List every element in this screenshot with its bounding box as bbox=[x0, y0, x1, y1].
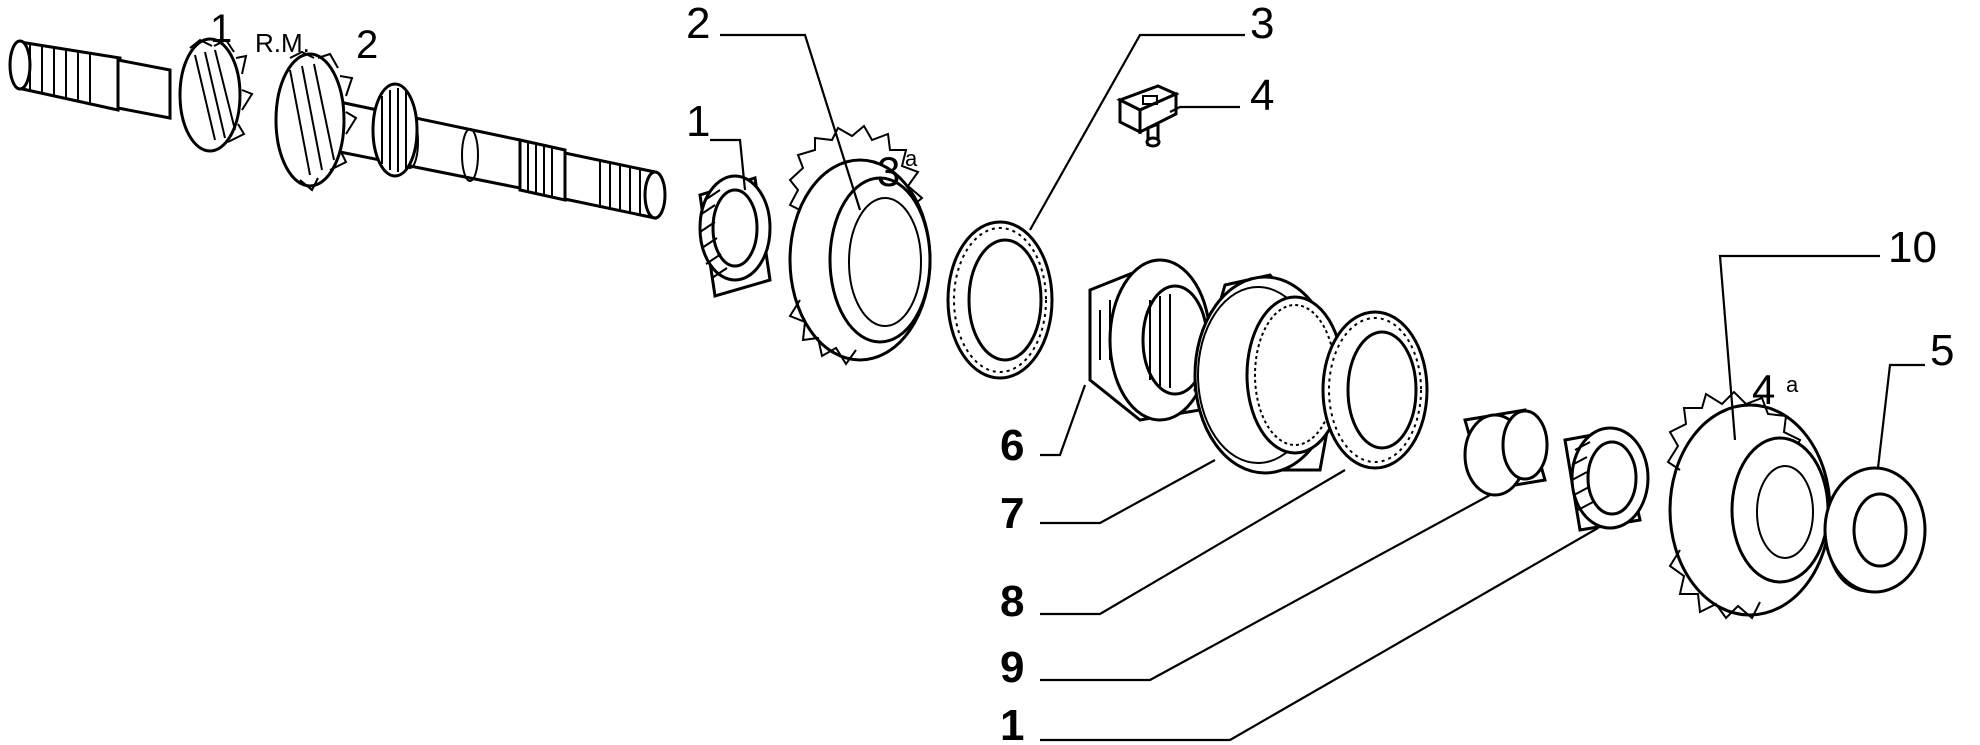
label-sleeve-7: 7 bbox=[1000, 489, 1024, 538]
label-gear-10: 10 bbox=[1888, 223, 1937, 272]
sliding-sleeve bbox=[1193, 273, 1345, 475]
label-shaft-1: 1 bbox=[210, 7, 232, 51]
label-gear-3: 3 bbox=[877, 148, 900, 195]
label-shaft-2: 2 bbox=[356, 23, 378, 67]
leader-lines bbox=[710, 33, 1925, 742]
label-gear-3-superscript: a bbox=[905, 146, 918, 171]
label-gear-2: 2 bbox=[686, 0, 710, 48]
part-labels: 1 R.M. 2 1 2 3 a 3 4 10 4 a 5 6 7 8 9 1 bbox=[210, 0, 1954, 745]
needle-bearing-right bbox=[1563, 426, 1650, 532]
label-bearing-left-1: 1 bbox=[686, 97, 710, 146]
synchro-ring bbox=[946, 220, 1054, 380]
bushing bbox=[1463, 408, 1549, 497]
label-shaft-rm: R.M. bbox=[255, 28, 310, 58]
label-gear-4-superscript: a bbox=[1786, 372, 1799, 397]
gear-4th bbox=[1666, 390, 1832, 620]
label-hub-6: 6 bbox=[1000, 421, 1024, 470]
thrust-washer bbox=[1823, 466, 1927, 594]
label-bearing-right-1: 1 bbox=[1000, 701, 1024, 745]
label-ring-8: 8 bbox=[1000, 577, 1024, 626]
synchro-ring-8 bbox=[1321, 310, 1429, 470]
synchro-hub bbox=[1088, 258, 1212, 422]
label-bushing-9: 9 bbox=[1000, 643, 1024, 692]
label-washer-5: 5 bbox=[1930, 326, 1954, 375]
needle-bearing-left bbox=[698, 174, 772, 298]
label-key-4: 4 bbox=[1250, 71, 1274, 120]
gear-3rd bbox=[788, 124, 932, 366]
main-shaft bbox=[8, 37, 667, 220]
label-gear-4: 4 bbox=[1752, 366, 1775, 413]
label-synchro-ring-3: 3 bbox=[1250, 0, 1274, 48]
key-piece bbox=[1116, 84, 1180, 148]
